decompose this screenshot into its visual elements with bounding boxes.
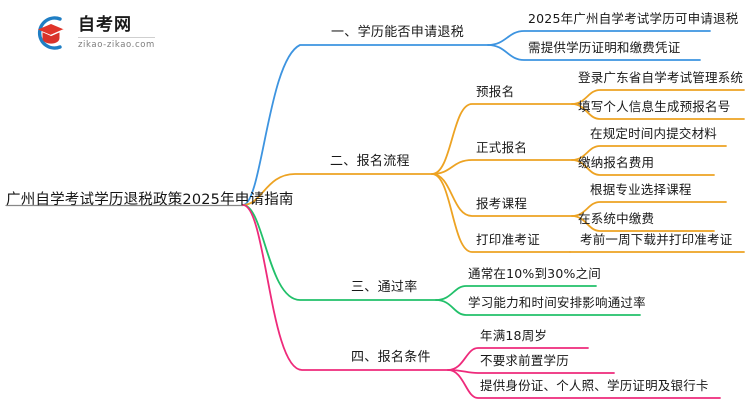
leaf-node-2-1-1[interactable]: 登录广东省自学考试管理系统 xyxy=(578,70,744,85)
logo-url: zikao-zikao.com xyxy=(78,39,155,50)
leaf-node-2-2-2[interactable]: 缴纳报名费用 xyxy=(578,155,655,170)
leaf-node-2-3-1[interactable]: 根据专业选择课程 xyxy=(590,182,692,197)
branch-node-4[interactable]: 四、报名条件 xyxy=(351,350,431,365)
site-logo: 自考网 zikao-zikao.com xyxy=(30,12,155,54)
graduation-cap-icon xyxy=(30,12,72,54)
group-node-2-3[interactable]: 报考课程 xyxy=(476,196,528,211)
group-node-2-1[interactable]: 预报名 xyxy=(476,84,515,99)
branch-node-3[interactable]: 三、通过率 xyxy=(351,280,418,295)
leaf-node-1-1[interactable]: 2025年广州自学考试学历可申请退税 xyxy=(528,11,739,26)
leaf-node-2-3-2[interactable]: 在系统中缴费 xyxy=(578,211,655,226)
leaf-node-3-1[interactable]: 通常在10%到30%之间 xyxy=(468,266,601,281)
leaf-node-3-2[interactable]: 学习能力和时间安排影响通过率 xyxy=(468,295,646,310)
group-node-2-2[interactable]: 正式报名 xyxy=(476,140,528,155)
leaf-node-4-2[interactable]: 不要求前置学历 xyxy=(480,353,569,368)
leaf-node-2-4-1[interactable]: 考前一周下载并打印准考证 xyxy=(580,232,733,247)
branch-node-2[interactable]: 二、报名流程 xyxy=(330,154,410,169)
leaf-node-4-1[interactable]: 年满18周岁 xyxy=(480,328,548,343)
group-node-2-4[interactable]: 打印准考证 xyxy=(476,232,541,247)
root-node[interactable]: 广州自学考试学历退税政策2025年申请指南 xyxy=(6,192,294,208)
leaf-node-1-2[interactable]: 需提供学历证明和缴费凭证 xyxy=(528,40,681,55)
leaf-node-2-1-2[interactable]: 填写个人信息生成预报名号 xyxy=(578,99,731,114)
logo-name: 自考网 xyxy=(78,16,155,38)
leaf-node-2-2-1[interactable]: 在规定时间内提交材料 xyxy=(590,126,718,141)
branch-node-1[interactable]: 一、学历能否申请退税 xyxy=(331,25,465,40)
leaf-node-4-3[interactable]: 提供身份证、个人照、学历证明及银行卡 xyxy=(480,378,709,393)
logo-text-block: 自考网 zikao-zikao.com xyxy=(78,16,155,50)
